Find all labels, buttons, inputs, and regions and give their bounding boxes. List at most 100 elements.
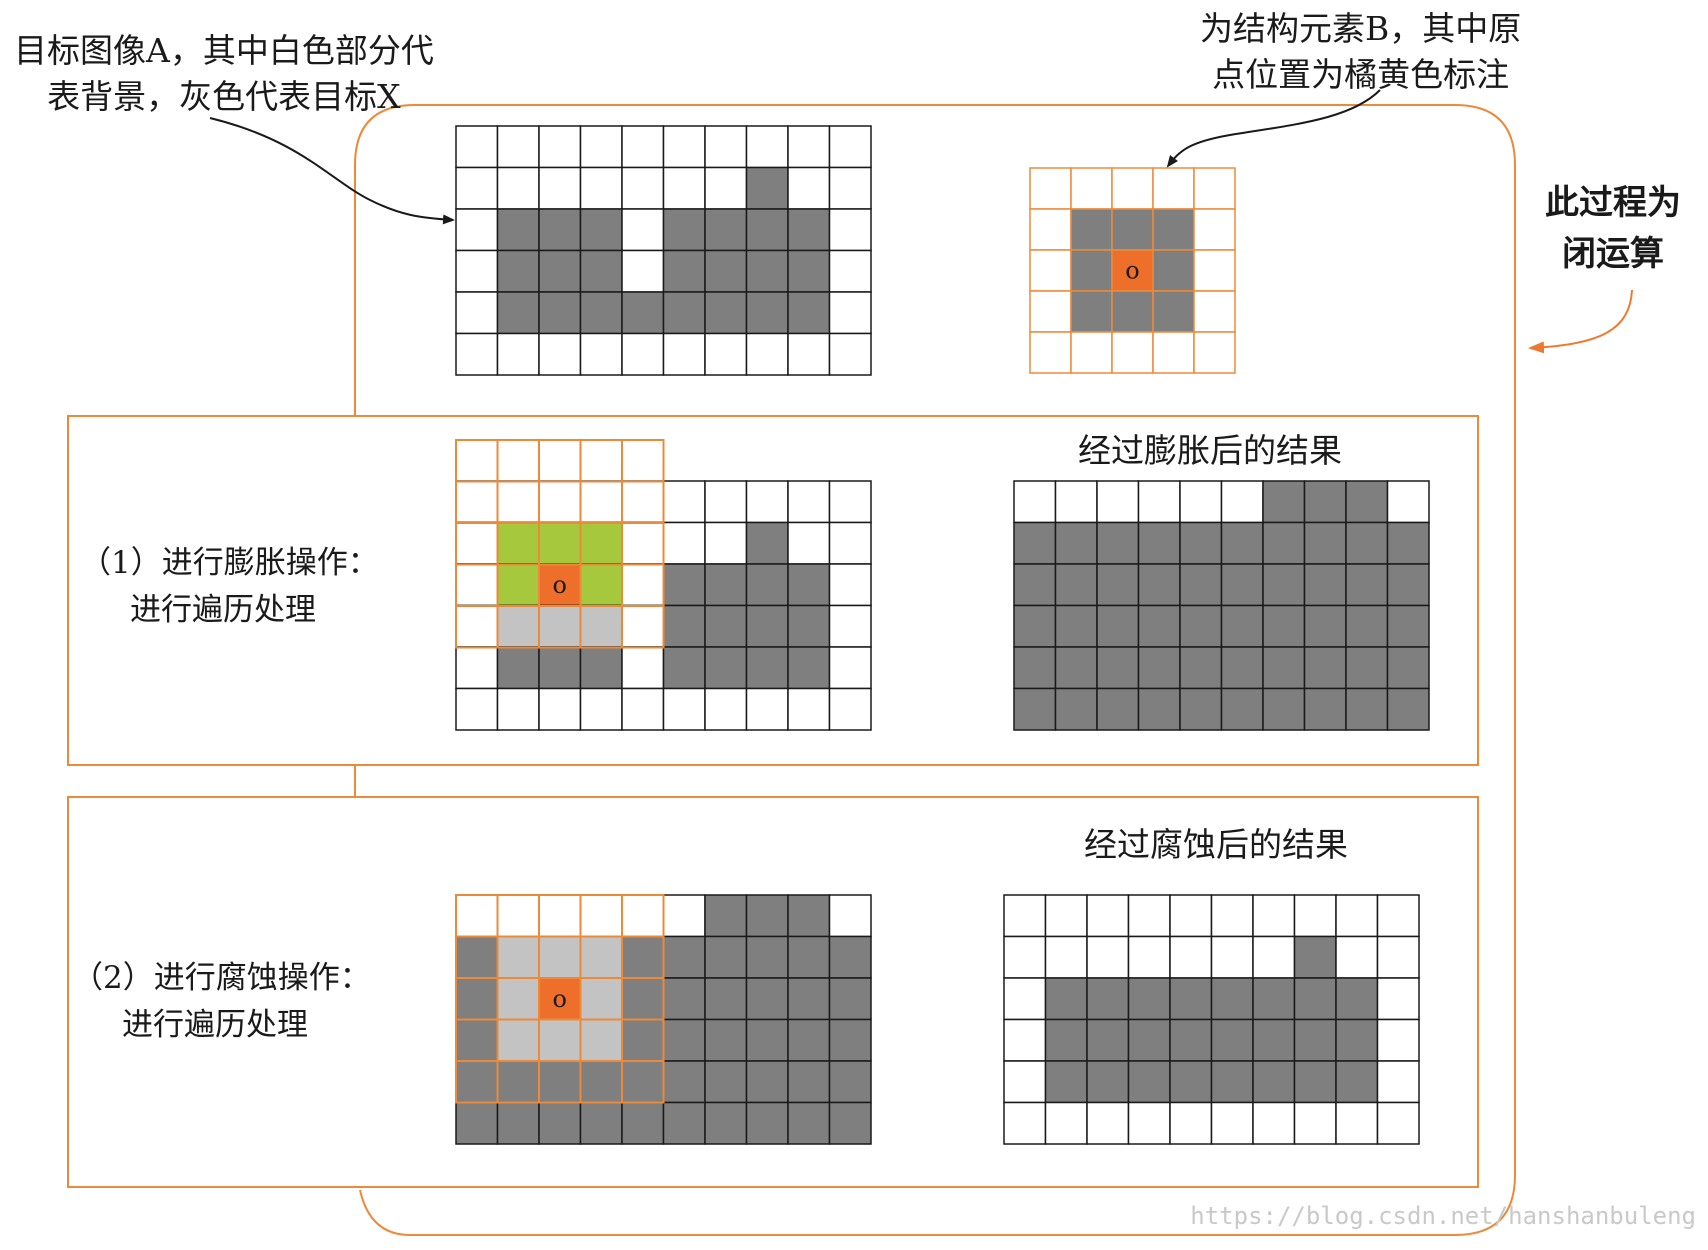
dilation-traverse-cell [704, 521, 748, 565]
dilation-traverse-cell [704, 604, 748, 648]
dilation-result-cell [1013, 521, 1057, 565]
dilation-traverse-cell [496, 604, 540, 648]
erosion-traverse-cell [662, 1101, 706, 1145]
erosion-result-cell [1335, 1101, 1379, 1145]
dilation-result-cell [1345, 604, 1389, 648]
erosion-traverse-cell [787, 1060, 831, 1104]
erosion-result-cell [1086, 977, 1130, 1021]
dilation-result-cell [1386, 480, 1430, 524]
struct-b-cell [1029, 290, 1072, 333]
erosion-traverse-cell [787, 1101, 831, 1145]
image-a-cell [579, 291, 623, 335]
dilation-traverse-cell [455, 521, 499, 565]
image-a-cell [496, 332, 540, 376]
dilation-window-cell [496, 439, 540, 483]
dilation-result-cell [1386, 687, 1430, 731]
erosion-result-cell [1293, 1101, 1337, 1145]
dilation-result-cell [1262, 563, 1306, 607]
erosion-result-cell [1169, 1060, 1213, 1104]
origin-marker: o [553, 985, 567, 1013]
image-a-cell [828, 166, 872, 210]
erosion-traverse-cell [496, 977, 540, 1021]
erosion-traverse-cell [455, 1060, 499, 1104]
dilation-traverse-cell [828, 521, 872, 565]
dilation-step-box [67, 415, 1479, 766]
struct-b-cell [1111, 167, 1154, 210]
dilation-result-cell [1220, 604, 1264, 648]
dilation-window-cell [621, 605, 665, 649]
dilation-result-cell [1303, 480, 1347, 524]
dilation-result-cell [1386, 563, 1430, 607]
erosion-result-cell [1003, 894, 1047, 938]
dilation-result-cell [1179, 687, 1223, 731]
dilation-result-cell [1179, 646, 1223, 690]
erosion-traverse-cell [745, 1060, 789, 1104]
struct-b-cell [1029, 249, 1072, 292]
image-a-cell [621, 249, 665, 293]
image-a-cell [496, 291, 540, 335]
image-a-cell [745, 125, 789, 169]
dilation-result-cell [1303, 687, 1347, 731]
dilation-traverse-cell [704, 687, 748, 731]
erosion-traverse-cell [828, 894, 872, 938]
dilation-result-cell [1096, 646, 1140, 690]
erosion-traverse-cell [621, 977, 665, 1021]
erosion-result-cell [1169, 894, 1213, 938]
dilation-traverse-cell [662, 480, 706, 524]
image-a-cell [538, 332, 582, 376]
image-a-cell [538, 166, 582, 210]
image-a-cell [745, 166, 789, 210]
dilation-step-label: （1）进行膨胀操作： 进行遍历处理 [80, 540, 379, 633]
erosion-traverse-cell [621, 1101, 665, 1145]
erosion-result-cell [1086, 894, 1130, 938]
erosion-result-cell [1376, 1060, 1420, 1104]
dilation-result-cell [1096, 563, 1140, 607]
erosion-result-cell [1210, 894, 1254, 938]
dilation-result-cell [1013, 604, 1057, 648]
erosion-traverse-cell [538, 1060, 582, 1104]
erosion-result-cell [1335, 1060, 1379, 1104]
erosion-result-cell [1293, 894, 1337, 938]
image-a-cell [704, 249, 748, 293]
image-a-cell [787, 249, 831, 293]
erosion-result-cell [1044, 1060, 1088, 1104]
erosion-traverse-cell [828, 1018, 872, 1062]
erosion-traverse-cell [621, 1060, 665, 1104]
image-a-cell [455, 291, 499, 335]
erosion-traverse-cell [496, 1101, 540, 1145]
erosion-result-cell [1335, 935, 1379, 979]
erosion-step-box [67, 796, 1479, 1188]
erosion-result-cell [1086, 1060, 1130, 1104]
erosion-traverse-cell [455, 935, 499, 979]
erosion-result-cell [1169, 935, 1213, 979]
erosion-result-cell [1252, 1060, 1296, 1104]
process-frame [354, 104, 1516, 1236]
dilation-traverse-cell [787, 521, 831, 565]
erosion-traverse-cell [579, 935, 623, 979]
image-a-cell [621, 332, 665, 376]
erosion-traverse-cell [621, 894, 665, 938]
image-a-grid [455, 125, 872, 376]
dilation-result-cell [1262, 521, 1306, 565]
dilation-traverse-cell [745, 604, 789, 648]
image-a-cell [704, 125, 748, 169]
struct-b-cell [1193, 290, 1236, 333]
struct-b-pointer-arrow [1166, 89, 1381, 168]
erosion-traverse-cell [496, 935, 540, 979]
erosion-result-cell [1003, 977, 1047, 1021]
dilation-result-cell [1013, 563, 1057, 607]
erosion-traverse-cell [662, 1018, 706, 1062]
erosion-traverse-cell [704, 1060, 748, 1104]
image-a-cell [496, 208, 540, 252]
dilation-result-cell [1345, 480, 1389, 524]
image-a-cell [787, 332, 831, 376]
dilation-result-cell [1096, 687, 1140, 731]
dilation-result-cell [1179, 563, 1223, 607]
dilation-result-cell [1013, 687, 1057, 731]
dilation-window-cell [579, 439, 623, 483]
dilation-traverse-cell [621, 521, 665, 565]
erosion-traverse-cell [455, 1101, 499, 1145]
erosion-result-cell [1044, 977, 1088, 1021]
dilation-result-cell [1137, 563, 1181, 607]
